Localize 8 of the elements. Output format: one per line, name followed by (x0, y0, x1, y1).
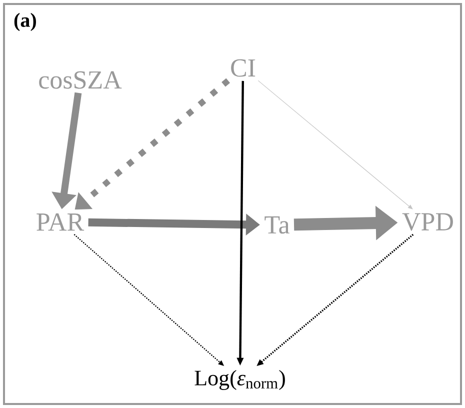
variable-label: PAR (36, 213, 84, 231)
variable-label: CI (231, 59, 256, 77)
variable-label: cosSZA (39, 71, 122, 89)
variable-label: Ta (264, 216, 290, 234)
arrow (258, 80, 413, 210)
variable-label: VPD (402, 213, 453, 231)
variable-label: Log(ε$_{norm}$) (194, 370, 285, 390)
panel-label: (a) (14, 12, 36, 32)
